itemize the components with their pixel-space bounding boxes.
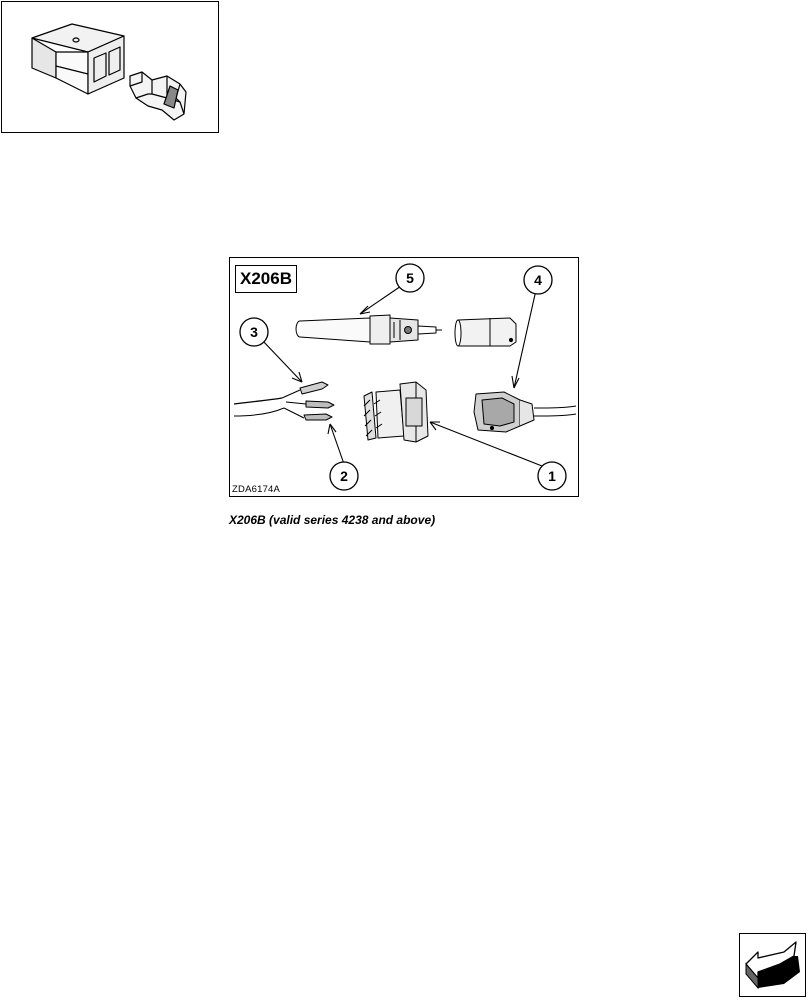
- connector-thumbnail: [1, 1, 219, 133]
- extraction-tool: [295, 314, 442, 345]
- mating-plug: [473, 391, 577, 433]
- connector-body: [363, 381, 429, 443]
- wire-harness: [233, 381, 335, 421]
- image-code: ZDA6174A: [232, 484, 281, 495]
- callout-3: [239, 317, 269, 347]
- callout-2-label: 2: [340, 468, 348, 484]
- callout-1: [537, 461, 567, 491]
- connector-figure: X206B: [229, 257, 579, 497]
- tool-sleeve: [454, 317, 517, 347]
- callout-3-label: 3: [250, 324, 258, 340]
- callout-4: [523, 265, 553, 295]
- callout-5: [395, 263, 425, 293]
- callout-2: [329, 461, 359, 491]
- figure-caption: X206B (valid series 4238 and above): [229, 513, 436, 527]
- connector-exploded-view: 5 4 3 2 1: [233, 263, 577, 491]
- callout-1-label: 1: [548, 468, 556, 484]
- figure-label: X206B: [235, 265, 297, 293]
- connector-housing-icon: [31, 23, 187, 121]
- back-button[interactable]: [739, 933, 806, 997]
- callout-5-label: 5: [406, 270, 414, 286]
- callout-4-label: 4: [534, 272, 542, 288]
- arrow-back-icon: [745, 941, 800, 990]
